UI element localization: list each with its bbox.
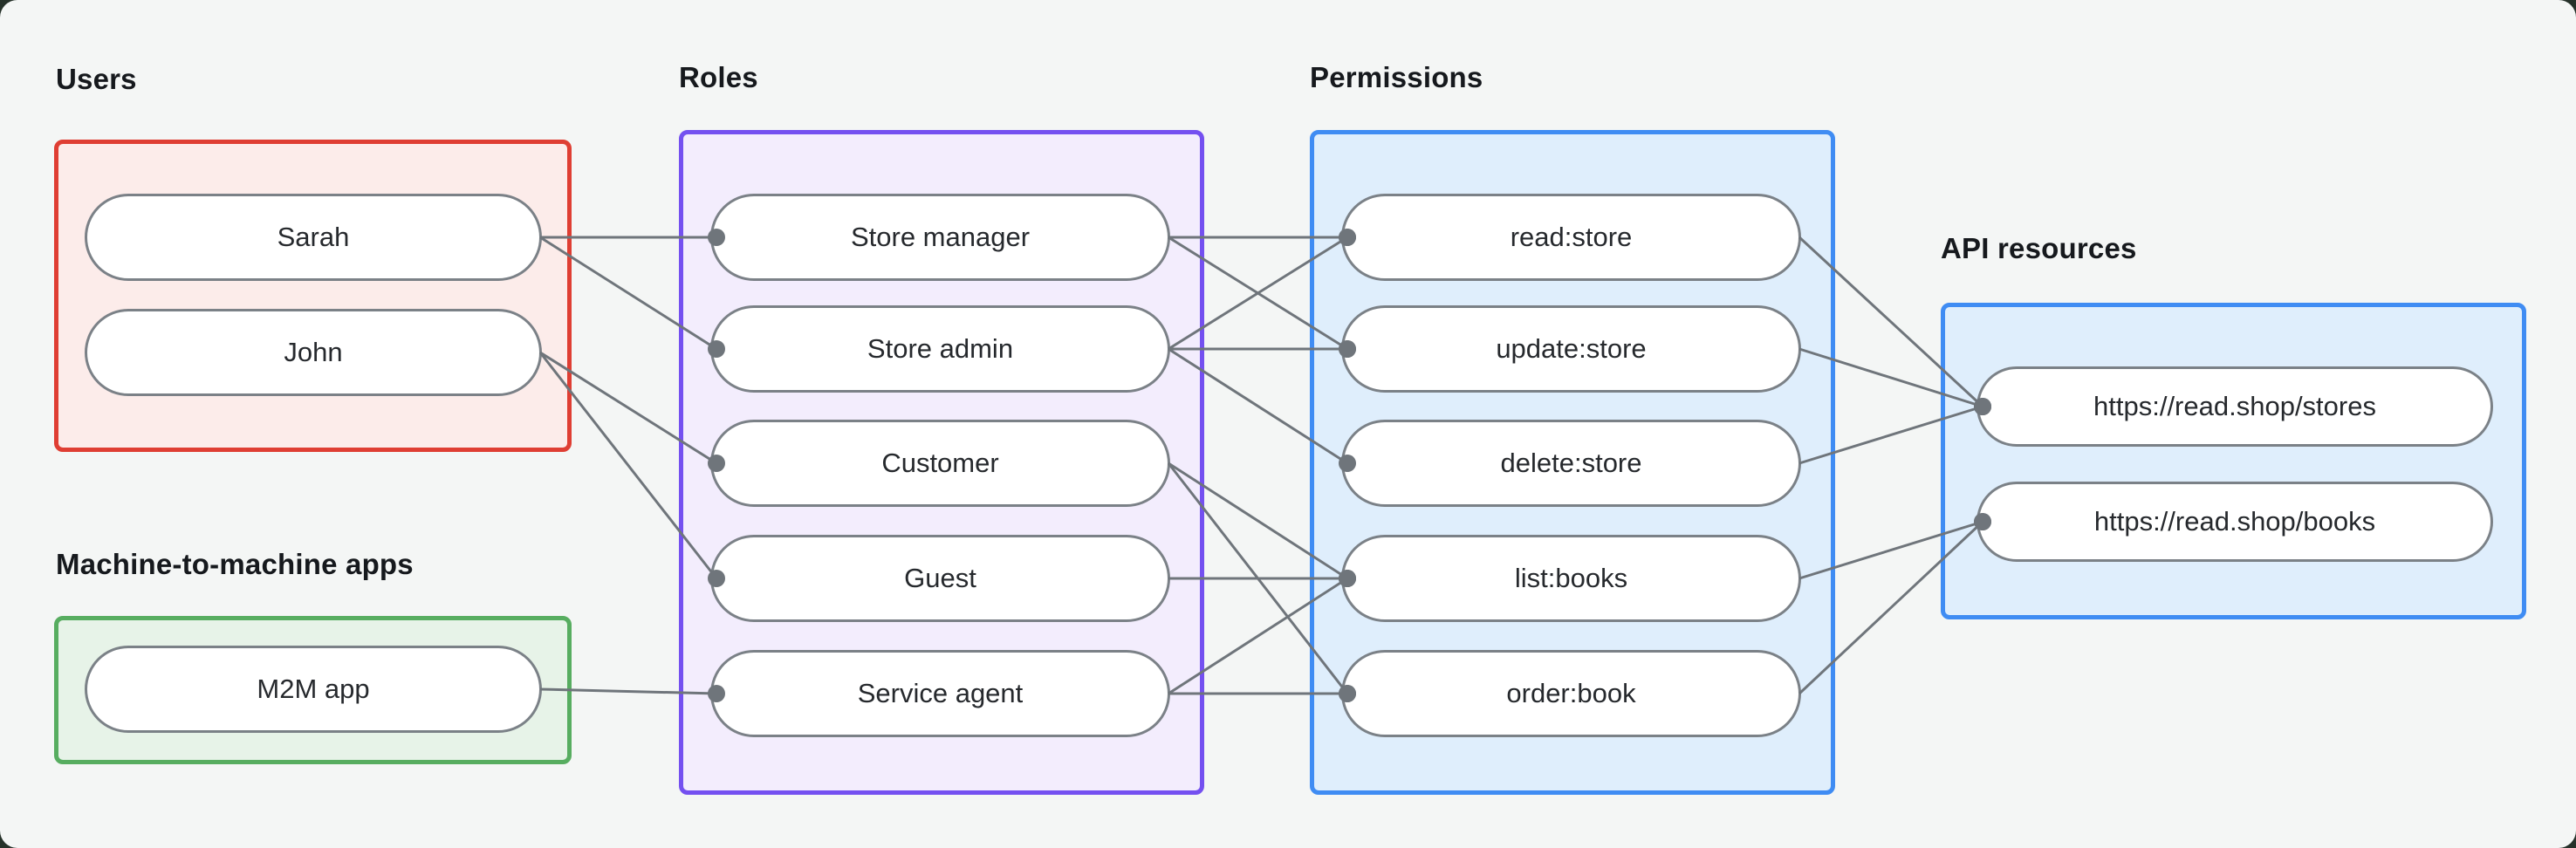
node-stores: https://read.shop/stores <box>1977 366 2493 447</box>
group-users-label: Users <box>56 63 137 95</box>
node-guest: Guest <box>710 535 1170 622</box>
node-john: John <box>85 309 542 396</box>
node-store-admin: Store admin <box>710 305 1170 393</box>
node-delete-store: delete:store <box>1341 420 1801 507</box>
node-list-books: list:books <box>1341 535 1801 622</box>
group-roles-label: Roles <box>679 61 758 93</box>
node-sarah: Sarah <box>85 194 542 281</box>
node-m2m-app: M2M app <box>85 646 542 733</box>
group-m2m-label: Machine-to-machine apps <box>56 548 414 580</box>
group-api-resources-box <box>1941 303 2526 619</box>
node-books: https://read.shop/books <box>1977 482 2493 562</box>
group-permissions-label: Permissions <box>1310 61 1483 93</box>
node-store-manager: Store manager <box>710 194 1170 281</box>
node-read-store: read:store <box>1341 194 1801 281</box>
node-customer: Customer <box>710 420 1170 507</box>
group-api-resources-label: API resources <box>1941 232 2137 264</box>
node-order-book: order:book <box>1341 650 1801 737</box>
group-users-box <box>54 140 572 452</box>
node-service-agent: Service agent <box>710 650 1170 737</box>
node-update-store: update:store <box>1341 305 1801 393</box>
